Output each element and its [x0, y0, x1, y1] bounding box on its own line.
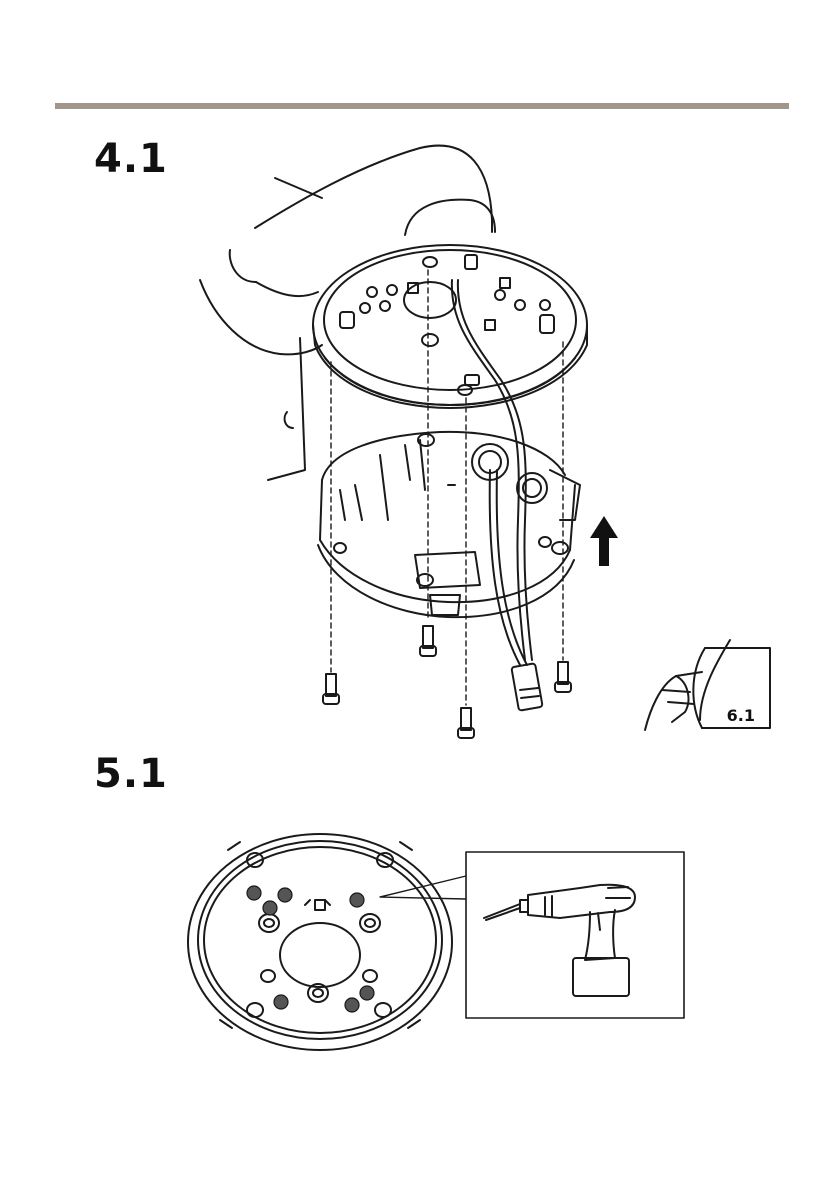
conduit-back-box	[318, 432, 580, 617]
screw	[555, 662, 571, 692]
page-reference-label: 6.1	[727, 706, 755, 725]
screw	[420, 626, 436, 656]
base-plate	[188, 834, 452, 1050]
screw	[458, 708, 474, 738]
mount-top-ring	[313, 245, 587, 408]
alignment-guides	[331, 270, 563, 705]
screws	[323, 626, 571, 738]
screw	[323, 674, 339, 704]
arrow-up-icon	[590, 516, 618, 566]
marked-drill-holes	[247, 886, 374, 1012]
drill-icon	[484, 885, 635, 996]
page-reference-badge: 6.1	[727, 706, 755, 725]
